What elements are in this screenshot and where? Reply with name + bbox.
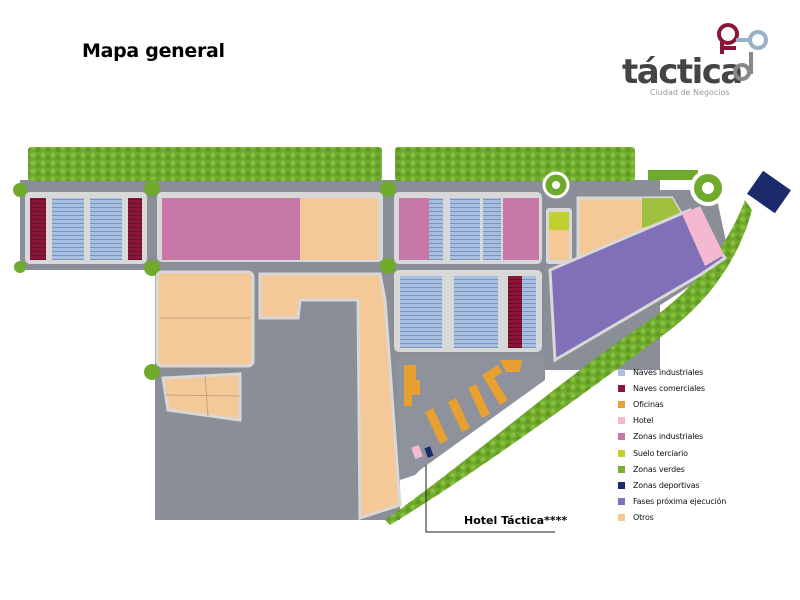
legend-swatch (618, 400, 625, 408)
legend-item: Suelo terciario (618, 445, 726, 461)
block-f (155, 270, 255, 368)
roundabouts (13, 170, 726, 380)
next-phase-zone (548, 208, 728, 363)
green-zone-north-east (395, 147, 635, 181)
legend-label: Zonas deportivas (633, 480, 700, 490)
green-strip (648, 170, 698, 180)
legend-item: Hotel (618, 413, 726, 429)
tactica-logo: táctica Ciudad de Negocios (612, 18, 782, 100)
legend-swatch (618, 433, 625, 441)
legend-item: Naves comerciales (618, 380, 726, 396)
block-b (157, 192, 383, 262)
block-a (25, 192, 147, 264)
legend-label: Naves industriales (633, 367, 704, 377)
legend-item: Fases próxima ejecución (618, 494, 726, 510)
legend-label: Suelo terciario (633, 448, 688, 458)
legend-swatch (618, 514, 625, 522)
hotel-callout-line (425, 465, 555, 533)
legend-label: Oficinas (633, 399, 664, 409)
sports-zone (747, 170, 791, 214)
legend-label: Fases próxima ejecución (633, 497, 727, 507)
legend-label: Naves comerciales (633, 383, 705, 393)
legend-swatch (618, 417, 625, 425)
legend-swatch (618, 481, 625, 489)
legend-item: Oficinas (618, 396, 726, 412)
legend-label: Zonas industriales (633, 432, 703, 442)
hotel-sports-building (424, 446, 434, 458)
legend-swatch (618, 368, 625, 376)
legend-item: Zonas industriales (618, 429, 726, 445)
keys-icon (717, 23, 768, 81)
logo-subtitle: Ciudad de Negocios (650, 88, 730, 97)
legend-label: Zonas verdes (633, 464, 685, 474)
legend-label: Otros (633, 513, 654, 523)
block-c (394, 192, 542, 264)
office-plaza (396, 357, 545, 480)
hotel-building (411, 444, 423, 460)
block-d (546, 208, 572, 264)
block-g (161, 372, 242, 422)
block-h (394, 270, 542, 352)
hotel-callout-label: Hotel Táctica**** (464, 514, 568, 527)
legend-item: Otros (618, 510, 726, 526)
legend-swatch (618, 465, 625, 473)
logo-wordmark: táctica (622, 52, 743, 92)
legend-item: Naves industriales (618, 364, 726, 380)
long-otros-strip (258, 272, 402, 521)
legend-label: Hotel (633, 416, 654, 426)
legend-item: Zonas verdes (618, 461, 726, 477)
legend-swatch (618, 384, 625, 392)
legend-swatch (618, 449, 625, 457)
hotel-zone-east (682, 206, 724, 266)
legend-swatch (618, 498, 625, 506)
green-zone-north-west (28, 147, 382, 181)
map-title: Mapa general (82, 40, 225, 62)
office-buildings (404, 360, 522, 444)
legend-item: Zonas deportivas (618, 477, 726, 493)
